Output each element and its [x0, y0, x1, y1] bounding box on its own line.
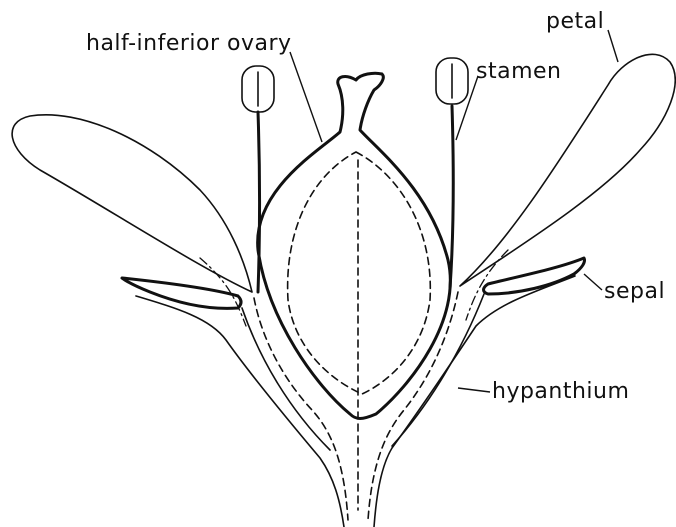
- hypanthium-left-wall: [136, 296, 344, 527]
- label-petal: petal: [546, 9, 604, 34]
- right-anther: [436, 58, 468, 104]
- right-inner-line: [392, 294, 484, 446]
- left-petal: [12, 115, 252, 292]
- label-sepal: sepal: [604, 279, 665, 304]
- label-half-inferior-ovary: half-inferior ovary: [86, 31, 292, 56]
- left-stamen-filament: [258, 112, 260, 292]
- right-sepal: [484, 258, 585, 294]
- ovary-leader: [290, 52, 322, 142]
- petal-leader: [608, 30, 618, 62]
- hypanthium-leader: [458, 388, 490, 392]
- ovary-wall: [258, 73, 451, 418]
- right-stamen-filament: [450, 106, 453, 288]
- sepal-leader: [584, 274, 602, 290]
- left-anther: [242, 66, 274, 112]
- label-hypanthium: hypanthium: [492, 379, 629, 404]
- right-petal: [460, 54, 675, 286]
- stamen-leader: [456, 76, 478, 140]
- label-stamen: stamen: [476, 59, 561, 84]
- ovule-cavity-outline: [288, 152, 431, 394]
- right-vascular-trace: [368, 292, 458, 520]
